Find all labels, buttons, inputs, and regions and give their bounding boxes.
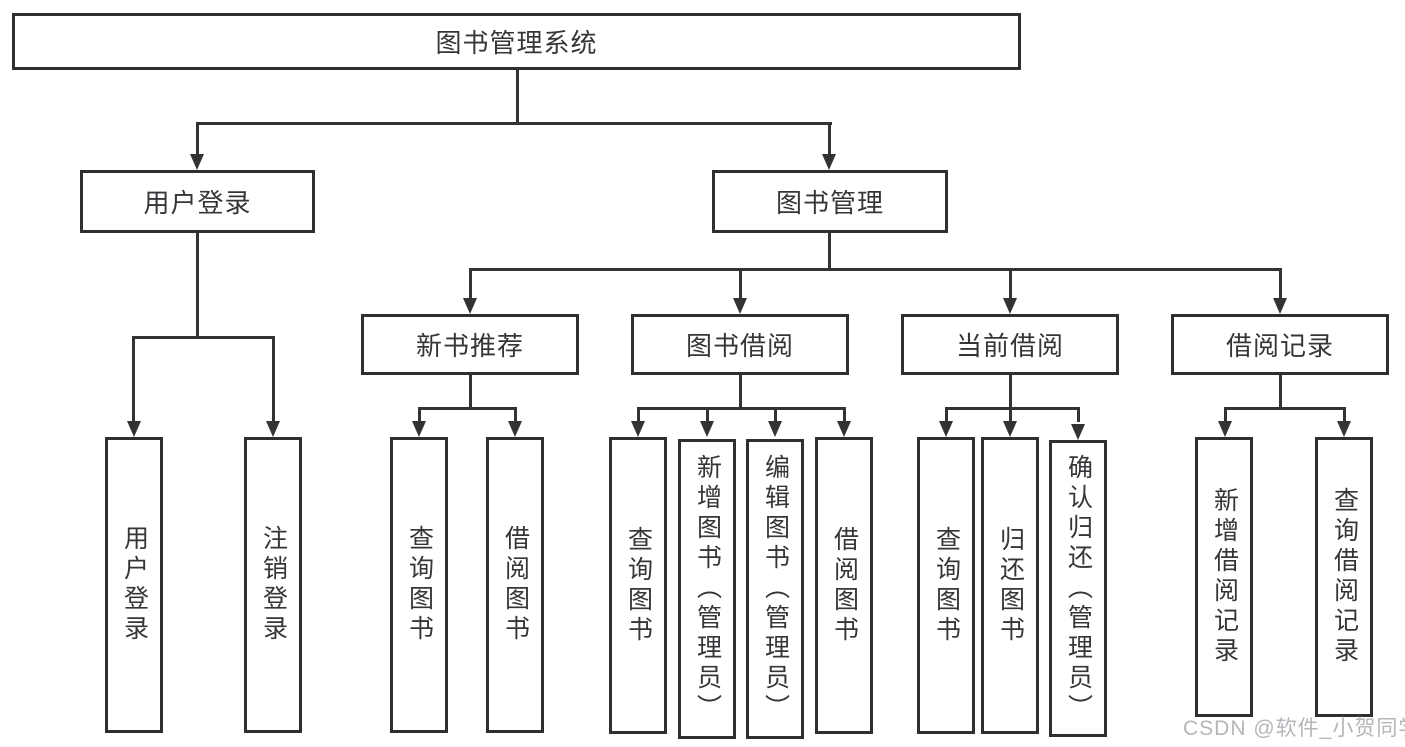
connector-borrow-record-shaft	[1279, 268, 1282, 299]
arrowhead-nbr-borrow	[508, 421, 522, 437]
leaf-cb-confirm-return-admin: 确认归还（管理员）	[1049, 440, 1107, 737]
node-root: 图书管理系统	[12, 13, 1021, 70]
node-current-borrow: 当前借阅	[901, 314, 1119, 375]
connector-book-mgmt-stem	[828, 233, 831, 268]
connector-book-borrow-stem	[739, 375, 742, 408]
leaf-cb-query-books: 查询图书	[917, 437, 975, 734]
leaf-bb-add-books-admin: 新增图书（管理员）	[678, 439, 736, 739]
leaf-br-query-record: 查询借阅记录	[1315, 437, 1373, 717]
node-borrow-record-label: 借阅记录	[1225, 331, 1334, 361]
connector-leaf-logout-shaft	[272, 336, 275, 421]
connector-br-query-shaft	[1343, 407, 1346, 422]
connector-nbr-borrow-shaft	[514, 407, 517, 422]
leaf-br-add-record: 新增借阅记录	[1195, 437, 1253, 717]
connector-level2-hline	[469, 268, 1282, 271]
node-book-borrow: 图书借阅	[631, 314, 849, 375]
connector-new-book-shaft	[469, 268, 472, 299]
connector-book-borrow-hline	[637, 407, 846, 410]
leaf-nbr-query-books: 查询图书	[390, 437, 448, 733]
csdn-watermark: CSDN @软件_小贺同学	[1183, 717, 1405, 740]
connector-user-login-shaft	[196, 122, 199, 156]
node-book-mgmt-label: 图书管理	[775, 188, 884, 218]
leaf-bb-query-books-label: 查询图书	[624, 525, 653, 646]
connector-current-borrow-hline	[945, 407, 1080, 410]
connector-new-book-hline	[418, 407, 517, 410]
leaf-nbr-query-books-label: 查询图书	[405, 525, 434, 645]
connector-user-login-stem	[196, 233, 199, 336]
arrowhead-new-book	[463, 298, 477, 314]
leaf-user-login-label: 用户登录	[120, 525, 149, 645]
leaf-bb-edit-books-admin-label: 编辑图书（管理员）	[761, 454, 790, 724]
leaf-nbr-borrow-books: 借阅图书	[486, 437, 544, 733]
leaf-logout: 注销登录	[244, 437, 302, 733]
arrowhead-bb-edit	[768, 421, 782, 437]
connector-level1-hline	[196, 122, 832, 125]
arrowhead-leaf-login	[127, 421, 141, 437]
leaf-bb-borrow-books-label: 借阅图书	[830, 525, 859, 646]
arrowhead-bb-query	[631, 421, 645, 437]
connector-user-login-hline	[132, 336, 275, 339]
connector-new-book-stem	[469, 375, 472, 408]
node-new-book-rec-label: 新书推荐	[415, 331, 524, 361]
connector-borrow-record-stem	[1279, 375, 1282, 408]
leaf-cb-query-books-label: 查询图书	[932, 525, 961, 646]
connector-cb-confirm-shaft	[1077, 407, 1080, 422]
leaf-logout-label: 注销登录	[259, 525, 288, 645]
connector-book-mgmt-shaft	[828, 122, 831, 156]
arrowhead-borrow-record	[1273, 298, 1287, 314]
arrowhead-leaf-logout	[266, 421, 280, 437]
arrowhead-current-borrow	[1003, 298, 1017, 314]
arrowhead-user-login	[190, 154, 204, 170]
connector-borrow-record-hline	[1224, 407, 1346, 410]
arrowhead-bb-add	[700, 421, 714, 437]
leaf-br-add-record-label: 新增借阅记录	[1210, 487, 1239, 667]
arrowhead-br-add	[1218, 421, 1232, 437]
connector-nbr-query-shaft	[418, 407, 421, 422]
connector-book-borrow-shaft	[739, 268, 742, 299]
arrowhead-bb-borrow	[837, 421, 851, 437]
leaf-nbr-borrow-books-label: 借阅图书	[501, 525, 530, 645]
leaf-bb-borrow-books: 借阅图书	[815, 437, 873, 734]
arrowhead-br-query	[1337, 421, 1351, 437]
connector-bb-query-shaft	[637, 407, 640, 422]
node-user-login: 用户登录	[80, 170, 315, 233]
leaf-bb-edit-books-admin: 编辑图书（管理员）	[746, 439, 804, 739]
connector-cb-query-shaft	[945, 407, 948, 422]
arrowhead-book-mgmt	[822, 154, 836, 170]
connector-root-stem	[516, 70, 519, 124]
connector-bb-add-shaft	[706, 407, 709, 422]
arrowhead-cb-query	[939, 421, 953, 437]
node-user-login-label: 用户登录	[143, 188, 252, 218]
leaf-br-query-record-label: 查询借阅记录	[1330, 487, 1359, 667]
leaf-cb-confirm-return-admin-label: 确认归还（管理员）	[1064, 453, 1093, 724]
connector-current-borrow-stem	[1009, 375, 1012, 408]
node-current-borrow-label: 当前借阅	[955, 331, 1064, 361]
connector-cb-return-shaft	[1009, 407, 1012, 422]
connector-leaf-login-shaft	[132, 336, 135, 421]
arrowhead-nbr-query	[412, 421, 426, 437]
node-borrow-record: 借阅记录	[1171, 314, 1389, 375]
arrowhead-book-borrow	[733, 298, 747, 314]
node-root-label: 图书管理系统	[435, 28, 598, 58]
node-book-mgmt: 图书管理	[712, 170, 948, 233]
arrowhead-cb-return	[1003, 421, 1017, 437]
leaf-user-login: 用户登录	[105, 437, 163, 733]
node-book-borrow-label: 图书借阅	[685, 331, 794, 361]
leaf-cb-return-books-label: 归还图书	[996, 525, 1025, 646]
arrowhead-cb-confirm	[1071, 424, 1085, 440]
connector-br-add-shaft	[1224, 407, 1227, 422]
leaf-bb-query-books: 查询图书	[609, 437, 667, 734]
leaf-bb-add-books-admin-label: 新增图书（管理员）	[693, 454, 722, 724]
connector-bb-edit-shaft	[774, 407, 777, 422]
leaf-cb-return-books: 归还图书	[981, 437, 1039, 734]
connector-bb-borrow-shaft	[843, 407, 846, 422]
connector-current-borrow-shaft	[1009, 268, 1012, 299]
node-new-book-rec: 新书推荐	[361, 314, 579, 375]
